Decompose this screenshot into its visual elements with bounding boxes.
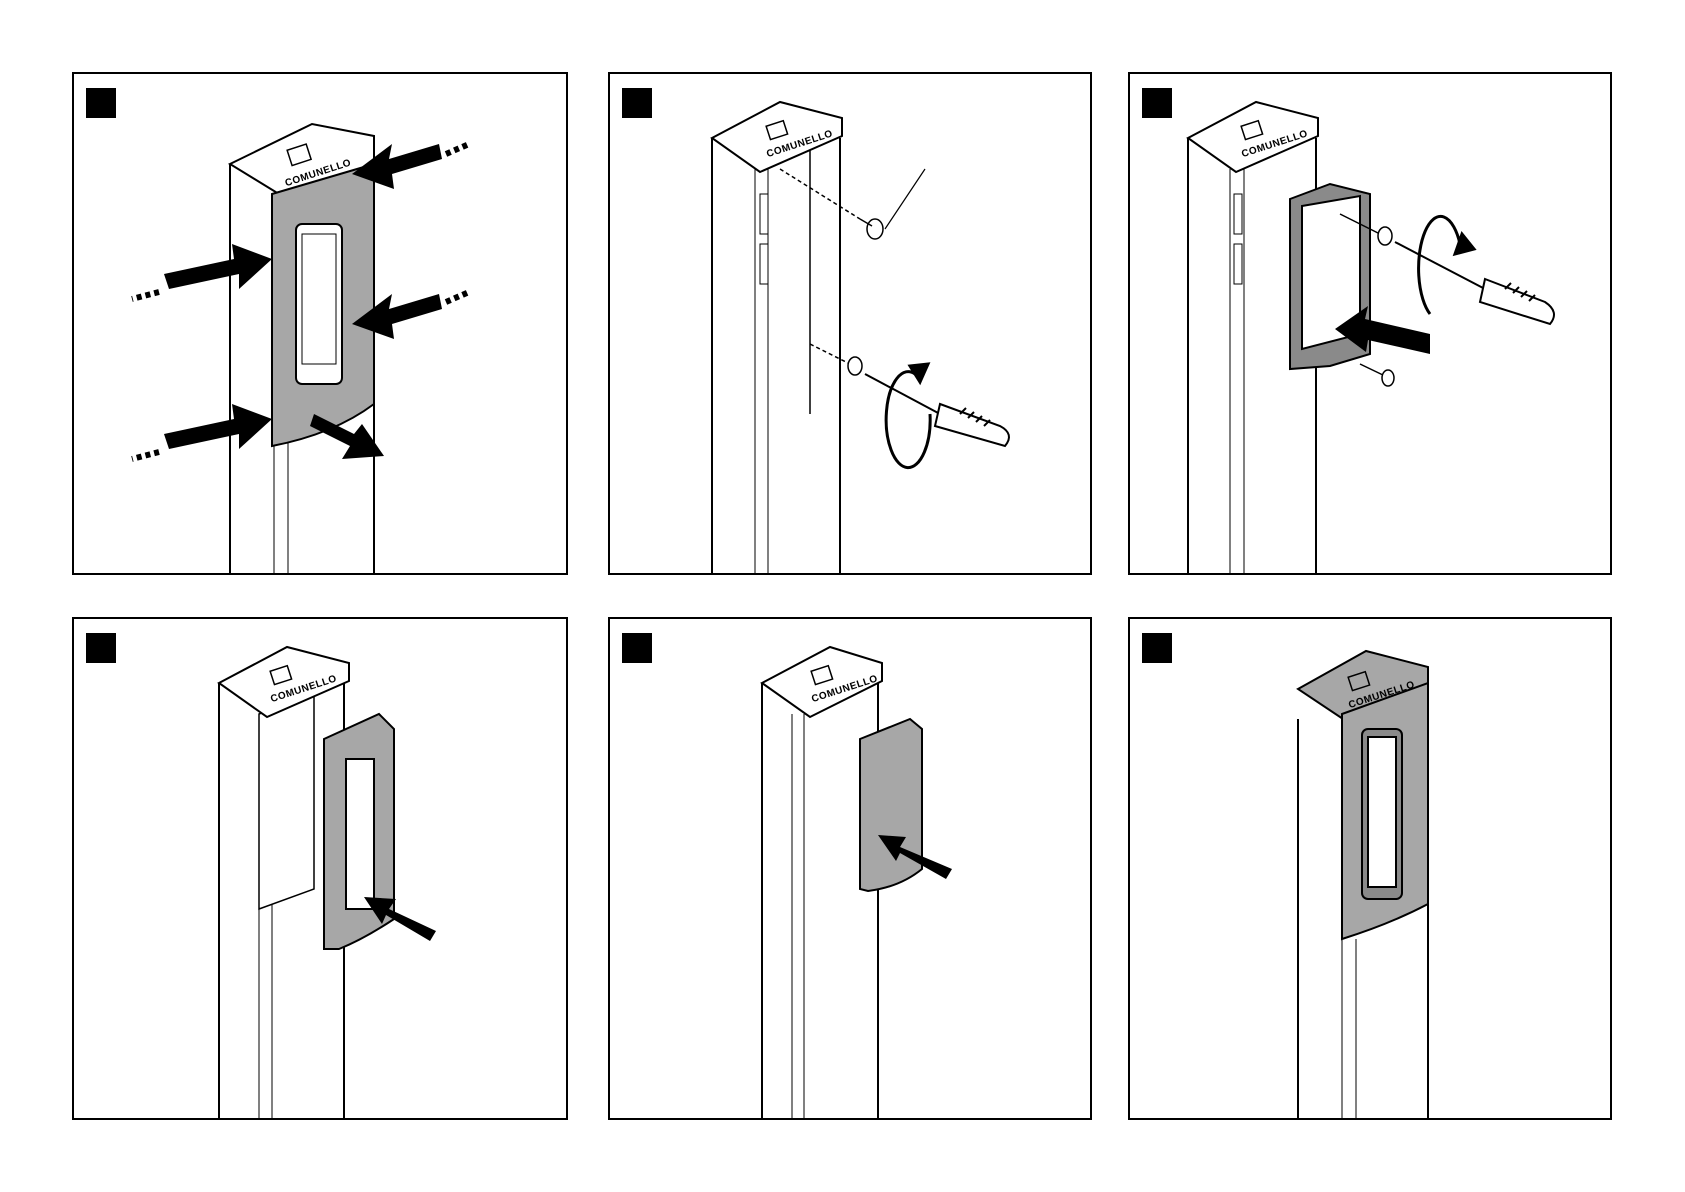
instruction-panel-5: COMUNELLO (608, 617, 1092, 1120)
instruction-panel-4: COMUNELLO (72, 617, 568, 1120)
cover-icon (860, 719, 922, 891)
callout-line (885, 169, 925, 229)
step-5-illustration: COMUNELLO (610, 619, 1092, 1120)
step-6-illustration: COMUNELLO (1130, 619, 1612, 1120)
rotate-icon (886, 364, 930, 468)
step-3-illustration: COMUNELLO (1130, 74, 1612, 575)
step-2-illustration: COMUNELLO (610, 74, 1092, 575)
instruction-panel-6: COMUNELLO (1128, 617, 1612, 1120)
screw-icon (810, 344, 862, 375)
rotate-icon (1419, 216, 1474, 314)
post-icon (712, 138, 840, 575)
instruction-panel-2: COMUNELLO (608, 72, 1092, 575)
step-4-illustration: COMUNELLO (74, 619, 568, 1120)
instruction-panel-1: COMUNELLO (72, 72, 568, 575)
assembled-post-icon (1298, 651, 1428, 1120)
step-1-illustration: COMUNELLO (74, 74, 568, 575)
cover-icon (272, 164, 374, 446)
instruction-panel-3: COMUNELLO (1128, 72, 1612, 575)
screw-icon (780, 169, 883, 239)
